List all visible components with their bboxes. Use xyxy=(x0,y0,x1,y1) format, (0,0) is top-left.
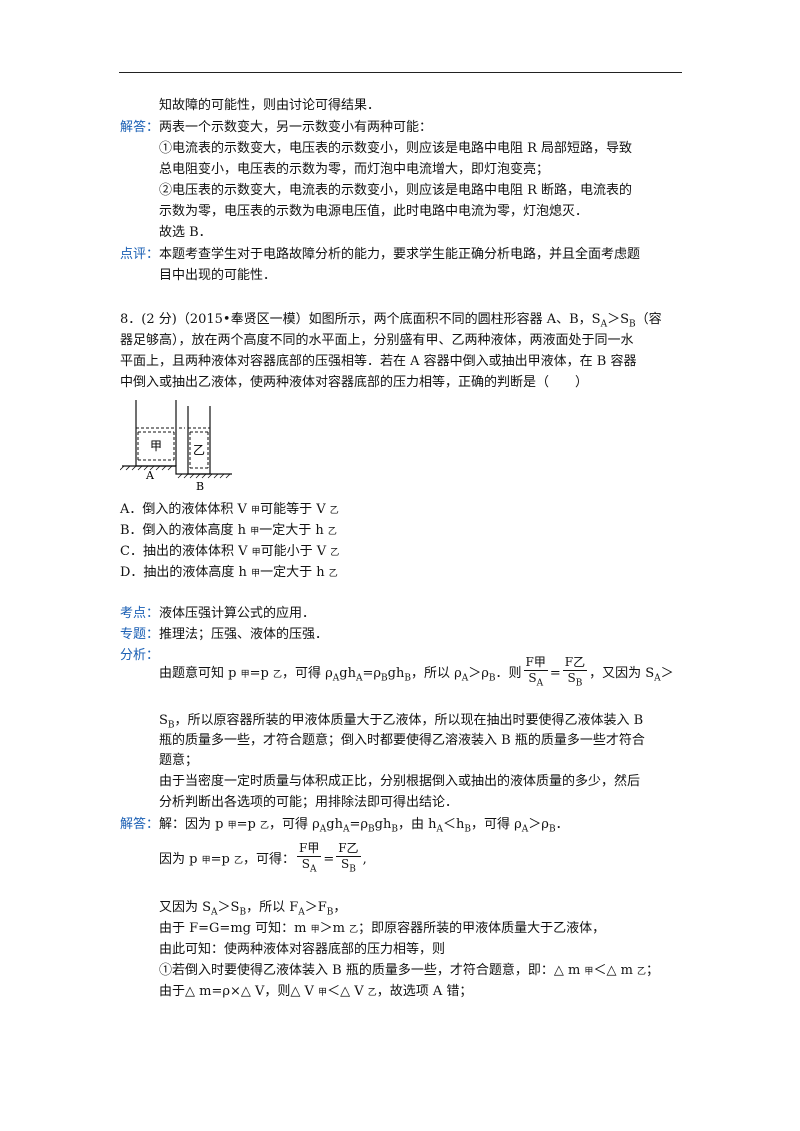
containers-figure: 甲 乙 A B xyxy=(120,400,232,493)
label-jia: 甲 xyxy=(150,439,162,453)
prev-review: 点评：本题考查学生对于电路故障分析的能力，要求学生能正确分析电路，并且全面考虑题 xyxy=(120,247,641,262)
question-8-line: 平面上，且两种液体对容器底部的压强相等．若在 A 容器中倒入或抽出甲液体，在 B… xyxy=(120,354,637,369)
label-yi: 乙 xyxy=(193,443,205,457)
solution-label: 解答： xyxy=(120,817,160,832)
option-a[interactable]: A．倒入的液体体积 V 甲可能等于 V 乙 xyxy=(120,502,339,517)
prev-answer-line: 总电阻变小，电压表的示数为零，而灯泡中电流增大，即灯泡变亮； xyxy=(159,162,550,177)
solution-line: ①若倒入时要使得乙液体装入 B 瓶的质量多一些，才符合题意，即：△ m 甲＜△ … xyxy=(159,963,660,978)
prev-answer-line: 示数为零，电压表的示数为电源电压值，此时电路中电流为零，灯泡熄灭． xyxy=(159,204,589,219)
fenxi-line: 题意； xyxy=(159,753,199,768)
solution-line: 由于△ m=ρ×△ V，则△ V 甲＜△ V 乙，故选项 A 错； xyxy=(159,984,473,999)
header-rule xyxy=(119,72,682,73)
fenxi-line: 瓶的质量多一些，才符合题意；倒入时都要使得乙溶液装入 B 瓶的质量多一些才符合 xyxy=(159,733,645,748)
kaodian-label: 考点： xyxy=(120,606,160,621)
kaodian: 考点：液体压强计算公式的应用． xyxy=(120,606,316,621)
solution-line: 由于 F=G=mg 可知：m 甲＞m 乙；即原容器所装的甲液体质量大于乙液体， xyxy=(159,921,606,936)
solution-line: 又因为 SA＞SB，所以 FA＞FB， xyxy=(159,900,347,918)
fenxi-label: 分析： xyxy=(120,648,160,663)
question-8-line: 器足够高），放在两个高度不同的水平面上，分别盛有甲、乙两种液体，两液面处于同一水 xyxy=(120,333,634,348)
label-b: B xyxy=(196,480,204,493)
prev-answer: 解答：两表一个示数变大，另一示数变小有两种可能： xyxy=(120,120,433,135)
option-d[interactable]: D．抽出的液体高度 h 甲一定大于 h 乙 xyxy=(120,565,338,580)
zhuanti: 专题：推理法；压强、液体的压强． xyxy=(120,627,329,642)
prev-review-line: 目中出现的可能性． xyxy=(159,268,277,283)
fenxi-line: SB，所以原容器所装的甲液体质量大于乙液体，所以现在抽出时要使得乙液体装入 B xyxy=(159,713,644,731)
solution-line: 解答：解：因为 p 甲=p 乙，可得 ρAghA=ρBghB，由 hA＜hB，可… xyxy=(120,817,569,835)
review-label: 点评： xyxy=(120,247,160,262)
zhuanti-label: 专题： xyxy=(120,627,160,642)
fenxi-line: 分析判断出各选项的可能；用排除法即可得出结论． xyxy=(159,795,459,810)
prev-answer-line: 故选 B． xyxy=(159,225,212,240)
prev-answer-line: ①电流表的示数变大，电压表的示数变小，则应该是电路中电阻 R 局部短路，导致 xyxy=(159,141,633,156)
fenxi-line: 由于当密度一定时质量与体积成正比，分别根据倒入或抽出的液体质量的多少，然后 xyxy=(159,774,641,789)
option-b[interactable]: B．倒入的液体高度 h 甲一定大于 h 乙 xyxy=(120,523,337,538)
solution-line: 由此可知：使两种液体对容器底部的压力相等，则 xyxy=(159,942,446,957)
question-8-line: 8．(2 分)（2015•奉贤区一模）如图所示，两个底面积不同的圆柱形容器 A、… xyxy=(120,312,662,330)
option-c[interactable]: C．抽出的液体体积 V 甲可能小于 V 乙 xyxy=(120,544,340,559)
answer-label: 解答： xyxy=(120,120,160,135)
prev-analysis-line: 知故障的可能性，则由讨论可得结果． xyxy=(159,98,381,113)
prev-answer-line: ②电压表的示数变大，电流表的示数变小，则应该是电路中电阻 R 断路，电流表的 xyxy=(159,183,633,198)
label-a: A xyxy=(145,469,155,482)
question-8-line: 中倒入或抽出乙液体，使两种液体对容器底部的压力相等，正确的判断是（ ） xyxy=(120,375,589,390)
